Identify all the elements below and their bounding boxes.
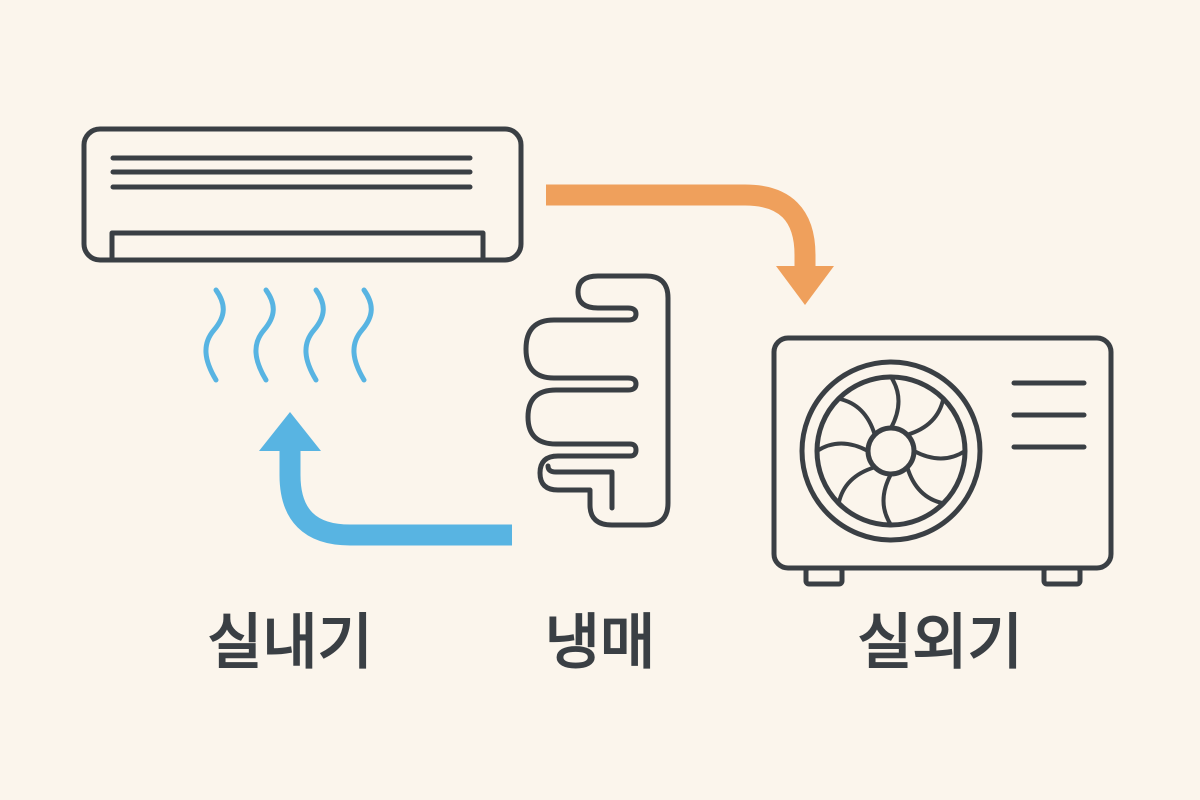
- hot-flow-arrowhead: [776, 266, 834, 305]
- cold-air-icon: [203, 287, 374, 383]
- indoor-unit-icon: [81, 126, 524, 263]
- coil-inner-pipe: [545, 463, 615, 511]
- air-wave-line: [253, 287, 276, 383]
- refrigerant-coil-icon: [523, 273, 671, 528]
- cold-flow-arrowhead: [259, 412, 321, 451]
- fan-blades: [815, 375, 967, 527]
- outdoor-unit-foot-right: [1041, 565, 1083, 587]
- outdoor-unit-label: 실외기: [857, 608, 1023, 678]
- air-wave-line: [203, 287, 226, 383]
- air-wave-line: [351, 287, 374, 383]
- cold-flow-arrow-icon: [259, 412, 512, 546]
- cold-flow-shaft: [279, 448, 512, 546]
- indoor-unit-label: 실내기: [207, 608, 373, 678]
- hot-flow-shaft: [546, 184, 816, 268]
- hot-flow-arrow-icon: [546, 184, 834, 305]
- refrigerant-label: 냉매: [544, 608, 656, 678]
- indoor-unit-louver: [109, 230, 486, 261]
- outdoor-unit-icon: [771, 335, 1114, 587]
- fan-outer-ring: [799, 359, 983, 543]
- coil-outline: [523, 273, 671, 528]
- outdoor-unit-body: [771, 335, 1114, 571]
- indoor-unit-body: [81, 126, 524, 263]
- outdoor-unit-foot-left: [803, 565, 845, 587]
- air-wave-line: [303, 287, 326, 383]
